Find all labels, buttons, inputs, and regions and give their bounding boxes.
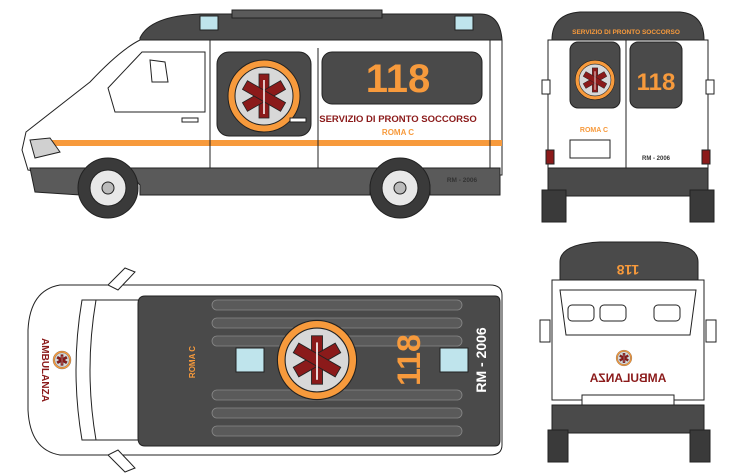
top-city: ROMA C	[188, 346, 197, 378]
rear-plate: RM - 2006	[642, 156, 671, 162]
beacon-icon	[199, 15, 219, 31]
rear-view: SERVIZIO DI PRONTO SOCCORSO 118 ROMA C R…	[541, 11, 715, 223]
side-view: 118 SERVIZIO DI PRONTO SOCCORSO ROMA C R…	[21, 9, 503, 219]
star-of-life-icon	[276, 319, 358, 401]
star-of-life-icon	[615, 349, 633, 367]
beacon-icon	[454, 15, 474, 31]
side-number-window	[321, 51, 483, 105]
wheel-icon	[77, 157, 139, 219]
side-number: 118	[366, 57, 431, 101]
side-service-line1: SERVIZIO DI PRONTO SOCCORSO	[319, 114, 476, 125]
side-service-line2: ROMA C	[382, 128, 414, 137]
front-roof-number: 118	[616, 262, 639, 278]
beacon-icon	[439, 347, 469, 373]
top-number: 118	[391, 334, 427, 386]
rear-header: SERVIZIO DI PRONTO SOCCORSO	[572, 29, 680, 36]
wheel-icon	[369, 157, 431, 219]
top-plate: RM - 2006	[473, 327, 489, 393]
front-view: 118 AMBULANZA	[539, 241, 717, 463]
top-hood-text: AMBULANZA	[39, 338, 50, 402]
side-plate: RM - 2006	[447, 177, 478, 184]
front-hood-text: AMBULANZA	[589, 371, 666, 385]
star-of-life-icon	[574, 59, 616, 101]
star-of-life-icon	[227, 59, 301, 133]
beacon-icon	[235, 347, 265, 373]
side-stripe	[40, 140, 502, 146]
top-view: ROMA C 118 RM - 2006 AMBULANZA	[27, 267, 503, 473]
star-of-life-icon	[52, 350, 72, 370]
rear-city: ROMA C	[580, 127, 608, 134]
rear-number: 118	[637, 69, 676, 96]
